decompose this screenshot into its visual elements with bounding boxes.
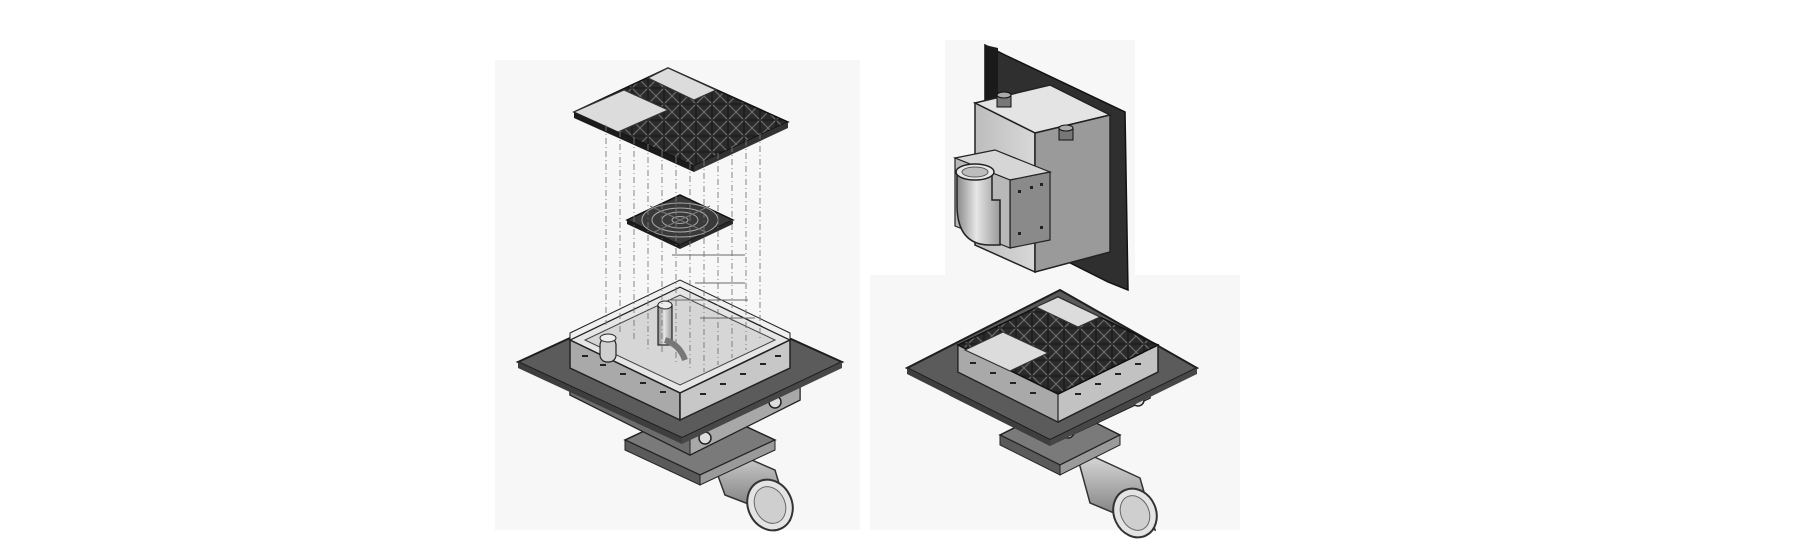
leader-lines	[668, 254, 755, 319]
elbow-pipe-icon	[955, 163, 1001, 246]
outlet-pipe-icon	[1073, 446, 1158, 539]
wall-mounted-drain-box	[952, 43, 1129, 292]
grate-cover-icon	[956, 296, 1160, 395]
frame-box-icon	[568, 279, 792, 422]
assembled-floor-drain	[904, 288, 1200, 539]
terminal-post-icon	[996, 91, 1074, 141]
assembly-guide-lines	[605, 125, 761, 372]
exploded-drain-assembly	[515, 67, 845, 532]
grate-cover-icon	[572, 67, 790, 172]
